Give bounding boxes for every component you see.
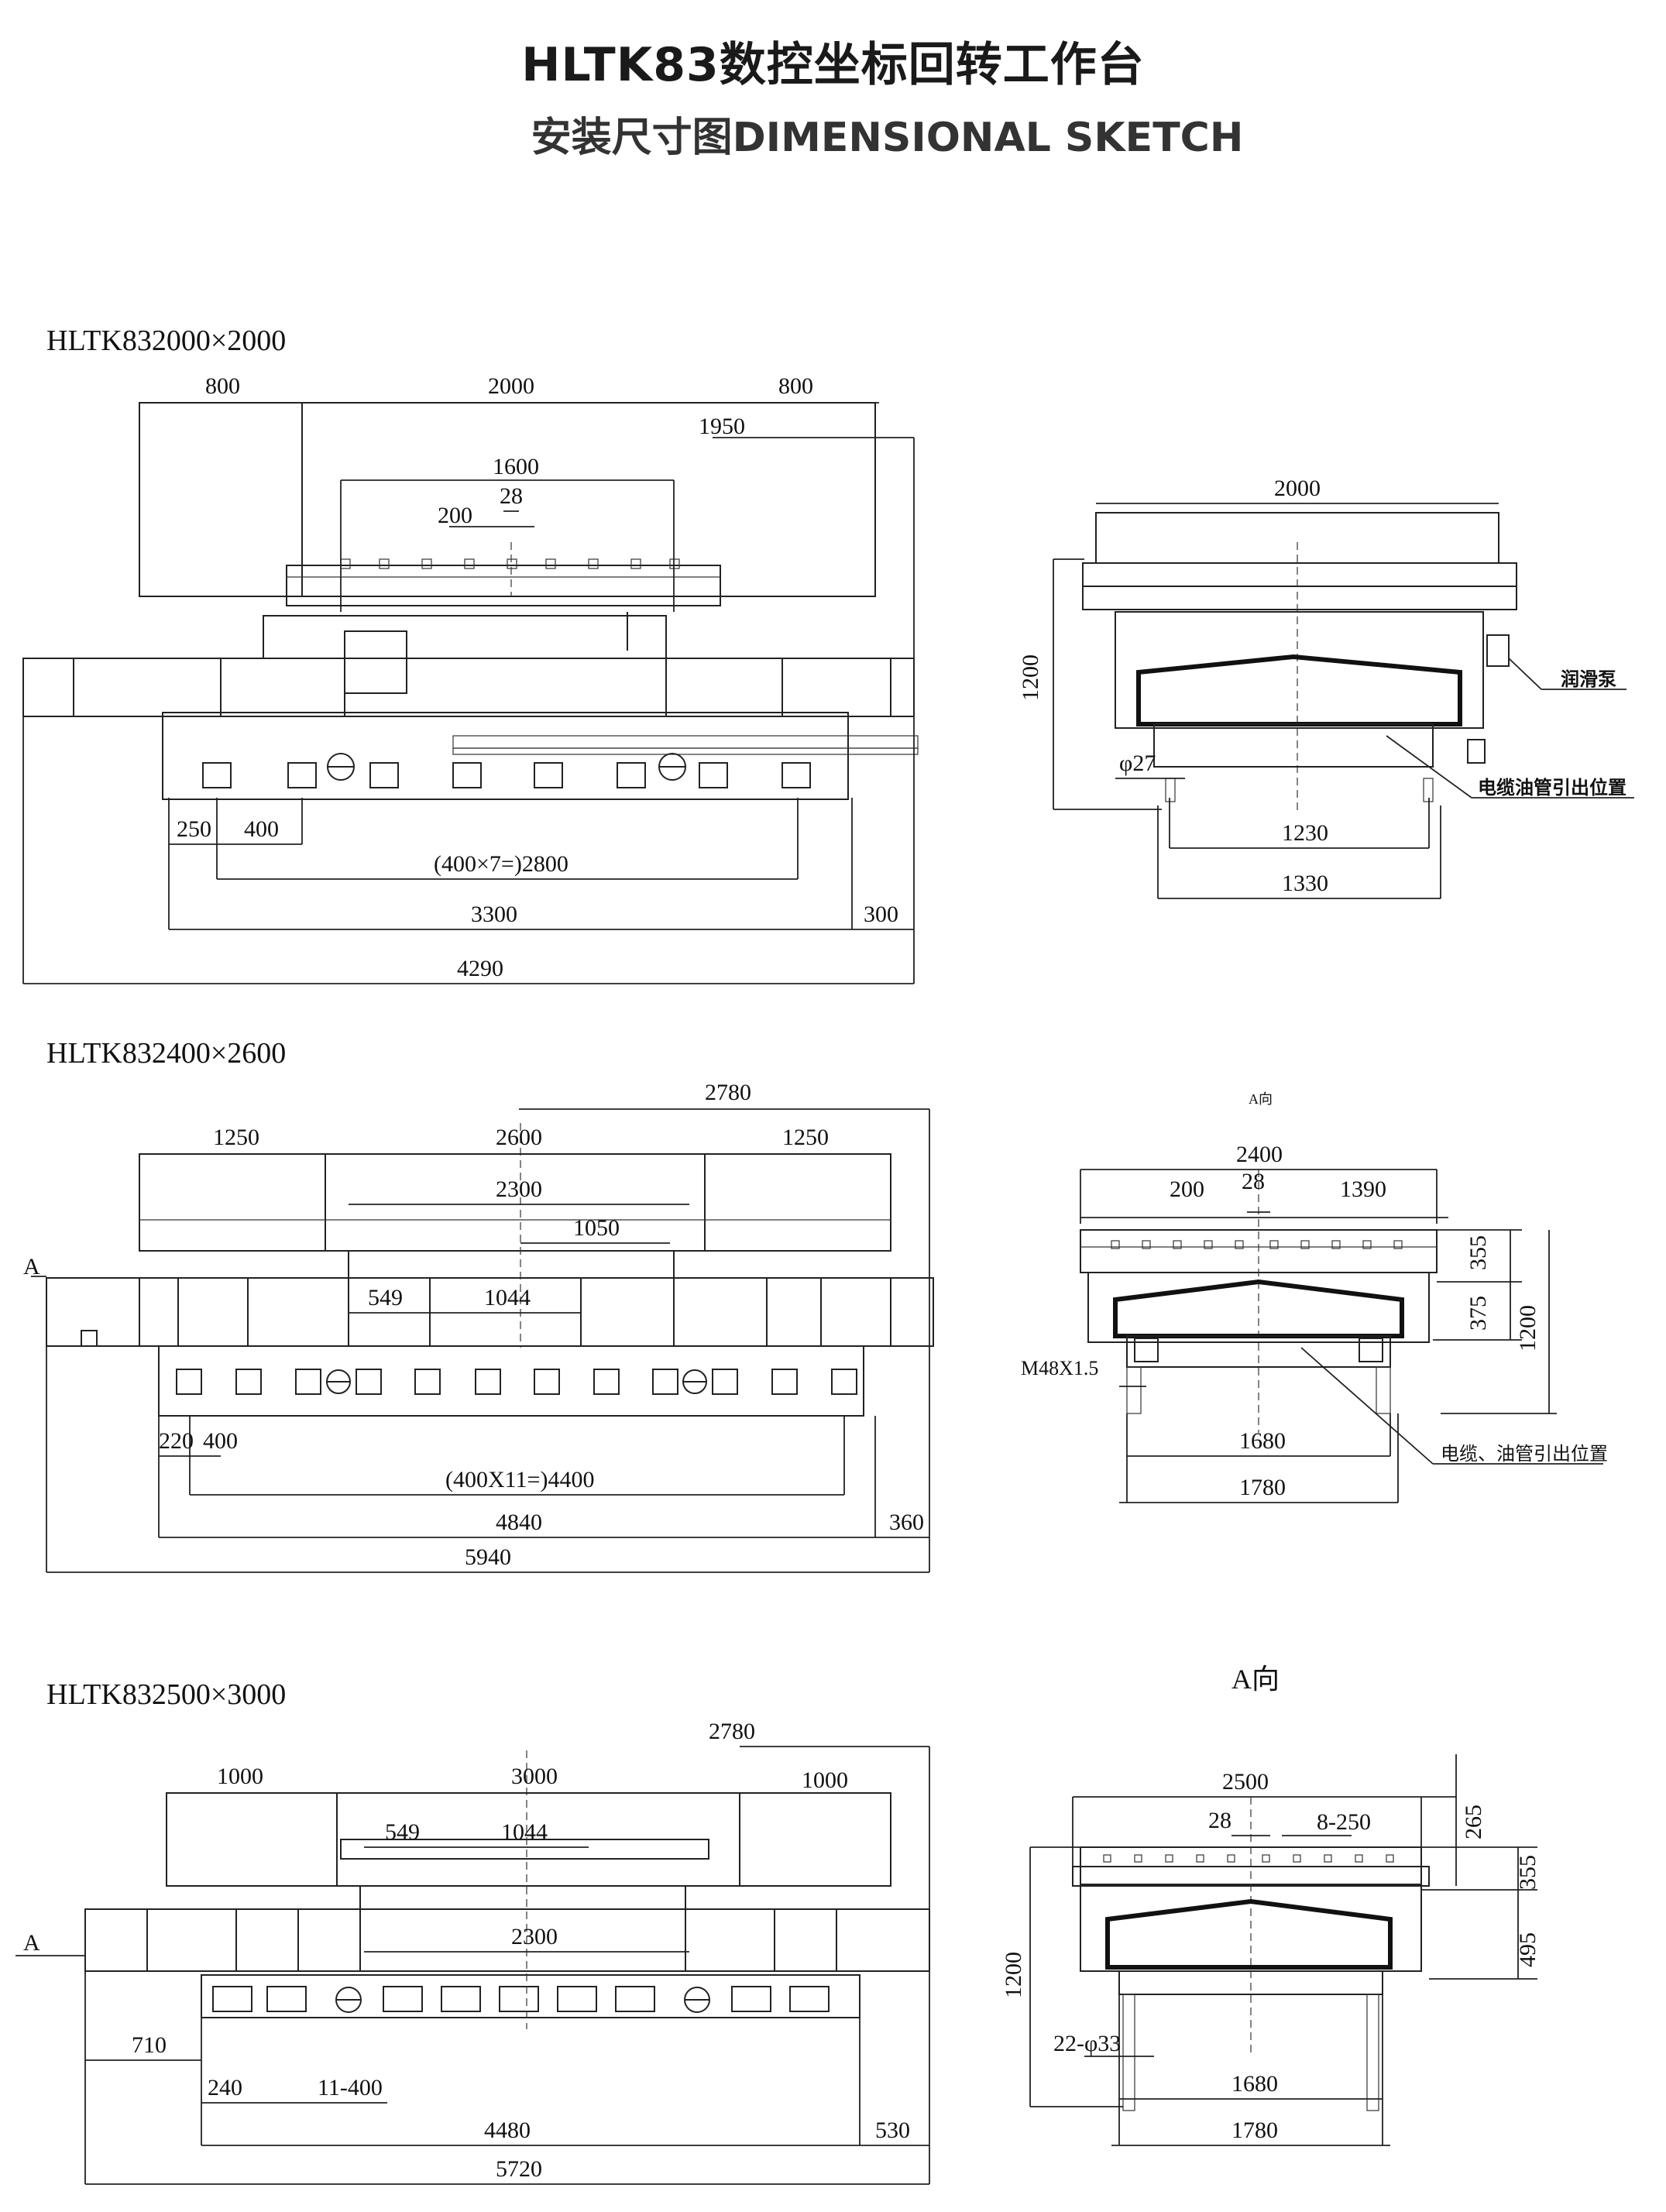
model1-left-travel xyxy=(139,402,303,597)
model3-dim-4480: 4480 xyxy=(484,2118,531,2143)
model2-dim-2780: 2780 xyxy=(705,1080,751,1105)
model3-name: HLTK832500×3000 xyxy=(46,1678,286,1711)
model3-side-355: 355 xyxy=(1515,1855,1541,1890)
model3-view-arrow: A xyxy=(23,1930,40,1956)
model2-side-1680: 1680 xyxy=(1239,1428,1286,1454)
sheet-subtitle: 安装尺寸图DIMENSIONAL SKETCH xyxy=(531,115,1244,161)
model1-side-top-dim: 2000 xyxy=(1274,476,1321,501)
model3-side-view: A向 2500 28 8-250 265 355 495 1200 22-φ33… xyxy=(1001,1664,1541,2146)
model2-side-top: 2400 xyxy=(1236,1142,1283,1167)
model1-side-1330: 1330 xyxy=(1282,871,1328,896)
model1-dim-right: 800 xyxy=(778,373,813,399)
model2-side-355: 355 xyxy=(1465,1235,1491,1270)
model1-side-height: 1200 xyxy=(1018,654,1043,701)
model1-side-1230: 1230 xyxy=(1282,820,1328,846)
model2-side-view: A向 2400 200 28 1390 355 375 1200 M48X1.5… xyxy=(1021,1091,1608,1503)
model1-dim-400: 400 xyxy=(244,816,279,842)
model2-dim-1050: 1050 xyxy=(573,1215,620,1241)
model3-dim-2780: 2780 xyxy=(709,1719,755,1744)
model3-base xyxy=(201,1974,860,2018)
model3-dim-530: 530 xyxy=(875,2118,910,2143)
model2-dim-400: 400 xyxy=(203,1428,238,1454)
model3-side-1680: 1680 xyxy=(1231,2071,1278,2097)
model2-dim-360: 360 xyxy=(889,1510,924,1535)
model2-dim-1044: 1044 xyxy=(484,1285,531,1310)
model3-side-1780: 1780 xyxy=(1231,2118,1278,2143)
model3-side-slots: 8-250 xyxy=(1317,1809,1371,1835)
model1-pump xyxy=(1486,634,1510,667)
model3-dim-right: 1000 xyxy=(802,1767,848,1793)
model3-dim-710: 710 xyxy=(132,2032,167,2058)
model3-rail xyxy=(84,1908,930,1972)
sheet-title: HLTK83数控坐标回转工作台 xyxy=(521,38,1145,92)
model1-dim-total: 4290 xyxy=(457,956,503,981)
model2-side-bolt: M48X1.5 xyxy=(1021,1357,1098,1379)
model3-dim-left: 1000 xyxy=(217,1764,263,1789)
model1-name: HLTK832000×2000 xyxy=(46,325,286,357)
model2-dim-549: 549 xyxy=(368,1285,403,1310)
model1-dim-300: 300 xyxy=(864,902,898,927)
model2-base xyxy=(158,1345,864,1417)
model3-side-bolt: 22-φ33 xyxy=(1053,2031,1121,2056)
model2-view-arrow: A xyxy=(23,1254,40,1279)
model2-side-view-label: A向 xyxy=(1249,1091,1273,1107)
model3-side-cover xyxy=(1105,1898,1393,1970)
model1-dim-1950: 1950 xyxy=(699,414,745,439)
model1-dim-3300: 3300 xyxy=(471,902,517,927)
model2-dim-4840: 4840 xyxy=(496,1510,542,1535)
model3-side-view-label: A向 xyxy=(1231,1664,1280,1695)
model2-dim-right: 1250 xyxy=(782,1125,829,1150)
model1-motor xyxy=(344,630,407,694)
model3-side-495: 495 xyxy=(1515,1932,1541,1967)
model3-dim-240: 240 xyxy=(208,2075,242,2100)
model3-dim-pitch: 11-400 xyxy=(318,2075,383,2100)
model2-side-1390: 1390 xyxy=(1340,1176,1386,1202)
model3-side-height: 1200 xyxy=(1001,1952,1026,1998)
model1-side-view: 2000 1200 φ27 1230 1330 润滑泵 电缆油管引出位置 xyxy=(1018,476,1634,899)
model1-upper-body xyxy=(263,615,667,659)
model2-side-height: 1200 xyxy=(1515,1305,1541,1352)
model2-dim-220: 220 xyxy=(159,1428,194,1454)
model3-dim-total: 5720 xyxy=(496,2156,542,2182)
model2-dim-2300: 2300 xyxy=(496,1176,542,1202)
model2-dim-table: 2600 xyxy=(496,1125,542,1150)
model1-cable-label: 电缆油管引出位置 xyxy=(1478,777,1626,799)
model1-base xyxy=(162,712,849,800)
model2-side-cover xyxy=(1113,1279,1404,1338)
model2-cable-label: 电缆、油管引出位置 xyxy=(1441,1443,1608,1465)
model2-side-375: 375 xyxy=(1465,1296,1491,1331)
model2-dim-total: 5940 xyxy=(465,1544,511,1570)
model1-dim-28: 28 xyxy=(500,483,523,509)
model1-front-view: HLTK832000×2000 xyxy=(22,325,919,984)
model2-name: HLTK832400×2600 xyxy=(46,1037,286,1070)
model3-side-top: 2500 xyxy=(1222,1769,1269,1795)
model3-front-view: HLTK832500×3000 xyxy=(15,1678,930,2185)
model1-dim-pitch: (400×7=)2800 xyxy=(434,851,569,877)
model1-table-top xyxy=(286,565,721,606)
model1-rail xyxy=(22,658,915,717)
model1-pump-label: 润滑泵 xyxy=(1561,668,1616,690)
model1-side-cover xyxy=(1136,654,1462,726)
model1-dim-250: 250 xyxy=(177,816,211,842)
model3-dim-1044: 1044 xyxy=(501,1819,548,1845)
model2-front-view: HLTK832400×2600 xyxy=(23,1037,934,1573)
model3-dim-549: 549 xyxy=(385,1819,420,1845)
model1-dim-1600: 1600 xyxy=(493,454,539,479)
model2-side-28: 28 xyxy=(1242,1169,1265,1194)
model3-side-265: 265 xyxy=(1461,1805,1486,1839)
model3-side-28: 28 xyxy=(1208,1808,1231,1833)
model1-dim-table: 2000 xyxy=(488,373,534,399)
model2-side-200: 200 xyxy=(1170,1176,1204,1202)
model2-side-1780: 1780 xyxy=(1239,1475,1286,1500)
model1-side-bolt: φ27 xyxy=(1119,750,1156,776)
model2-dim-pitch: (400X11=)4400 xyxy=(445,1467,594,1492)
model3-dim-table: 3000 xyxy=(511,1764,558,1789)
model2-dim-left: 1250 xyxy=(213,1125,259,1150)
model3-dim-2300: 2300 xyxy=(511,1924,558,1949)
model1-dim-left: 800 xyxy=(205,373,240,399)
model1-dim-200: 200 xyxy=(438,503,472,528)
